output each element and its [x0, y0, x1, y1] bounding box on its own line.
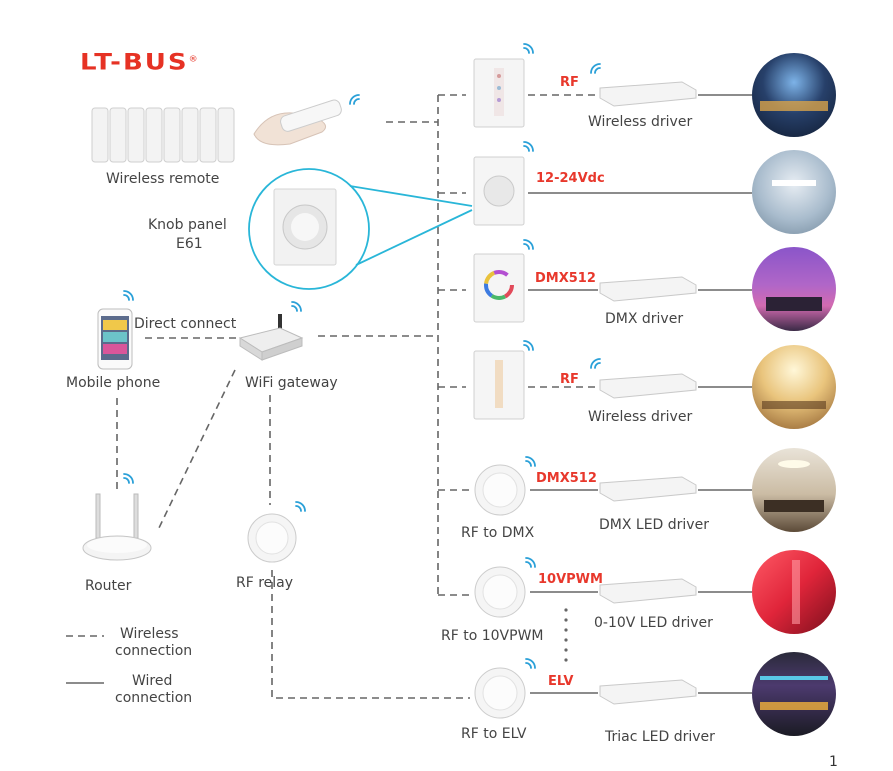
rf-to-10vpwm-receiver: [474, 566, 526, 618]
signal-tag: DMX512: [535, 271, 596, 286]
legend-wired-2: connection: [115, 690, 193, 706]
room-photo-4: [752, 345, 836, 429]
signal-tag: RF: [560, 372, 579, 387]
knob-panel-model: E61: [176, 236, 203, 252]
knob-panel-e61: [273, 188, 337, 266]
driver-box-2: [599, 276, 697, 302]
room-photo-6: [752, 550, 836, 634]
wireless-remote-set: [91, 107, 235, 163]
wifi-gateway: [238, 314, 304, 361]
cct-panel: [473, 350, 525, 420]
signal-tag: RF: [560, 75, 579, 90]
signal-tag: 10VPWM: [538, 572, 603, 587]
wifi-gateway-label: WiFi gateway: [245, 375, 338, 391]
driver-label: Wireless driver: [588, 409, 693, 425]
driver-label: 0-10V LED driver: [594, 615, 713, 631]
legend-wired-1: Wired: [132, 673, 173, 689]
room-photo-2: [752, 150, 836, 234]
driver-label: Triac LED driver: [605, 729, 715, 745]
rf-to-10vpwm-label: RF to 10VPWM: [441, 628, 544, 644]
rf-to-dmx-label: RF to DMX: [461, 525, 535, 541]
driver-box-3: [599, 373, 697, 399]
driver-label: DMX LED driver: [599, 517, 709, 533]
signal-tag: 12-24Vdc: [536, 171, 605, 186]
router: [82, 493, 152, 561]
room-photo-7: [752, 652, 836, 736]
signal-tag: DMX512: [536, 471, 597, 486]
knob-panel-2: [473, 156, 525, 226]
driver-box-4: [599, 476, 697, 502]
legend-wireless-1: Wireless: [120, 626, 179, 642]
driver-box-1: [599, 81, 697, 107]
driver-box-5: [599, 578, 697, 604]
room-photo-3: [752, 247, 836, 331]
mobile-phone: [97, 308, 133, 370]
page-number: 1: [829, 754, 838, 770]
rf-relay: [247, 513, 297, 563]
rf-to-elv-label: RF to ELV: [461, 726, 527, 742]
router-label: Router: [85, 578, 132, 594]
rf-to-elv-receiver: [474, 667, 526, 719]
legend-wireless-2: connection: [115, 643, 193, 659]
rf-relay-label: RF relay: [236, 575, 294, 591]
rgb-panel: [473, 253, 525, 323]
driver-label: DMX driver: [605, 311, 684, 327]
handheld-remote: [253, 99, 342, 146]
knob-panel-label: Knob panel: [148, 217, 227, 233]
direct-connect-label: Direct connect: [134, 316, 237, 332]
mobile-phone-label: Mobile phone: [66, 375, 161, 391]
brand-logo: LT-BUS®: [80, 50, 198, 76]
rf-to-dmx-receiver: [474, 464, 526, 516]
signal-tag: ELV: [548, 674, 574, 689]
room-photo-1: [752, 53, 836, 137]
room-photo-5: [752, 448, 836, 532]
driver-label: Wireless driver: [588, 114, 693, 130]
driver-box-6: [599, 679, 697, 705]
touch-panel-1: [473, 58, 525, 128]
wireless-remote-label: Wireless remote: [106, 171, 220, 187]
